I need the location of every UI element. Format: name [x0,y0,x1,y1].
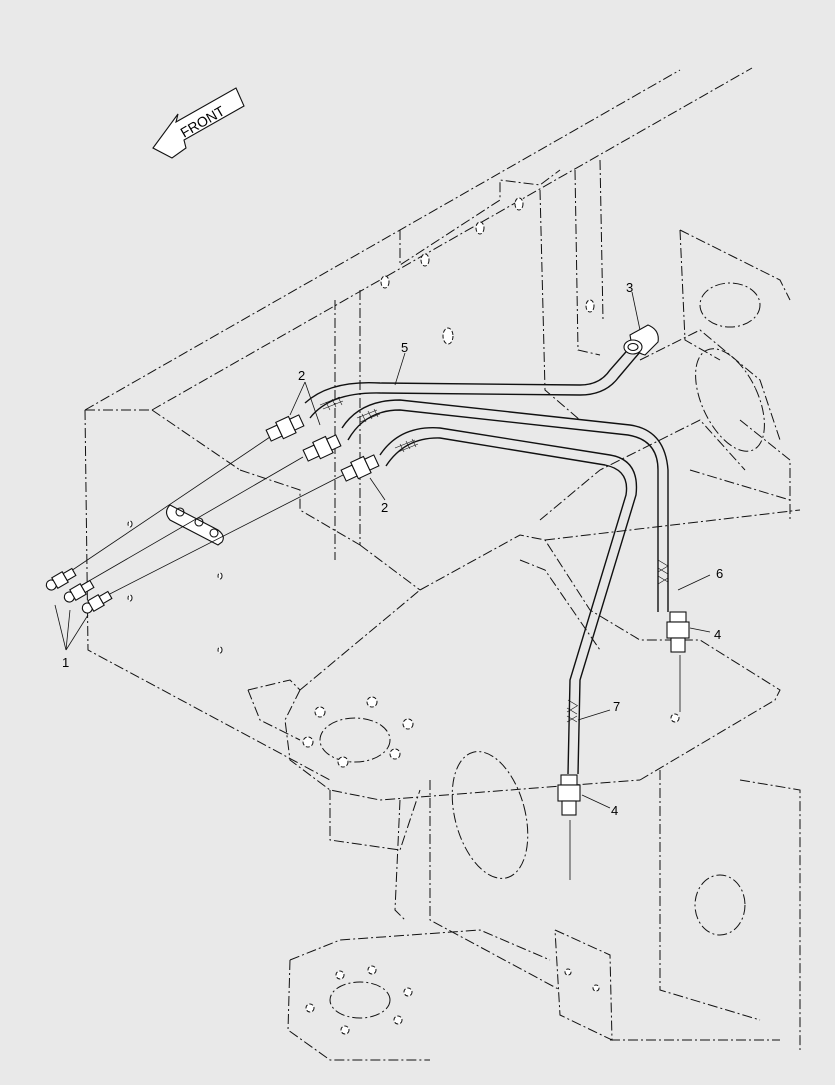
hose-6 [341,399,669,612]
hose-7 [379,427,638,775]
hose-5 [304,344,633,404]
callout-5: 5 [401,340,408,355]
hose-fittings-2 [265,414,380,482]
callout-6: 6 [716,566,723,581]
swing-bracket [247,534,781,801]
frame-holes [127,197,595,654]
assembly-leader-lines [64,436,681,880]
cylinder-body [539,229,801,541]
callout-4-right: 4 [714,627,721,642]
elbow-fitting-3 [623,324,659,356]
bulkhead-plate [165,504,224,546]
callout-3: 3 [626,280,633,295]
callout-leaders [54,291,711,809]
callout-4-lower: 4 [611,803,618,818]
frame-outline [84,67,753,781]
callout-2-top: 2 [298,368,305,383]
callout-labels: 1 2 2 3 4 4 5 6 7 [62,280,723,818]
hose-assemblies [304,344,669,775]
adapter-fittings-4 [557,611,690,816]
callout-7: 7 [613,699,620,714]
grease-fittings-1 [45,567,113,614]
callout-2-bottom: 2 [381,500,388,515]
front-direction-arrow: FRONT [152,87,245,159]
lower-body [287,751,801,1061]
callout-1: 1 [62,655,69,670]
